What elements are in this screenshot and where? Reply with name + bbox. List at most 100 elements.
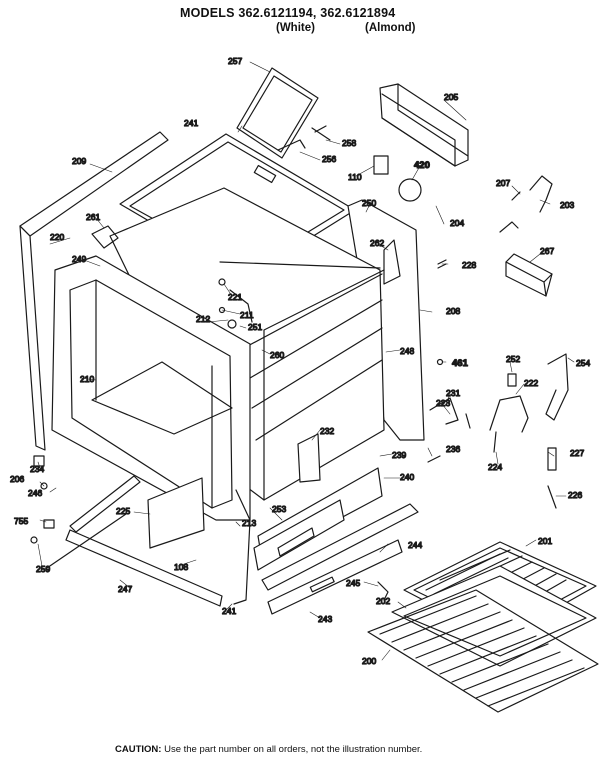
label-202: 202 xyxy=(376,596,390,606)
part-244-rail xyxy=(261,503,419,591)
label-241b: 241 xyxy=(222,606,236,616)
label-243: 243 xyxy=(318,614,332,624)
label-227: 227 xyxy=(570,448,584,458)
label-224: 224 xyxy=(488,462,502,472)
part-257-vent-cover xyxy=(236,67,319,159)
part-245-bolt xyxy=(377,581,389,601)
label-247: 247 xyxy=(118,584,132,594)
variant-white-label: (White) xyxy=(276,22,315,34)
part-234-foot xyxy=(33,455,45,467)
part-259-screw xyxy=(30,536,38,544)
label-257: 257 xyxy=(228,56,242,66)
label-204: 204 xyxy=(450,218,464,228)
part-253-drawer-front xyxy=(253,499,345,571)
part-252-spring xyxy=(507,373,517,387)
part-267-insulation-block xyxy=(505,253,553,297)
label-239: 239 xyxy=(392,450,406,460)
caution-note: CAUTION: Use the part number on all orde… xyxy=(115,744,422,755)
label-108: 108 xyxy=(174,562,188,572)
label-211: 211 xyxy=(240,310,254,320)
label-256: 256 xyxy=(322,154,336,164)
variant-almond-label: (Almond) xyxy=(365,22,416,34)
part-205-control-panel xyxy=(379,83,469,167)
label-206: 206 xyxy=(10,474,24,484)
part-231-hinge xyxy=(429,397,459,425)
part-224-pin xyxy=(493,431,497,453)
leader-lines xyxy=(37,61,575,661)
label-241: 241 xyxy=(184,118,198,128)
label-248: 248 xyxy=(400,346,414,356)
label-201: 201 xyxy=(538,536,552,546)
label-755: 755 xyxy=(14,516,28,526)
label-213: 213 xyxy=(242,518,256,528)
models-title: MODELS 362.6121194, 362.6121894 xyxy=(180,6,396,20)
caution-text: Use the part number on all orders, not t… xyxy=(164,744,423,755)
label-260: 260 xyxy=(270,350,284,360)
part-254-hinge xyxy=(545,353,569,421)
label-225: 225 xyxy=(116,506,130,516)
label-258: 258 xyxy=(342,138,356,148)
part-755-spacer xyxy=(43,519,55,529)
label-221: 221 xyxy=(228,292,242,302)
label-252: 252 xyxy=(506,354,520,364)
label-110: 110 xyxy=(348,172,362,182)
label-200: 200 xyxy=(362,656,376,666)
label-226: 226 xyxy=(568,490,582,500)
label-205: 205 xyxy=(444,92,458,102)
part-labels: 257 205 241 258 209 256 110 420 207 203 … xyxy=(9,55,591,666)
header: MODELS 362.6121194, 362.6121894 (White) … xyxy=(0,0,608,40)
label-254: 254 xyxy=(576,358,590,368)
label-251: 251 xyxy=(248,322,262,332)
label-209: 209 xyxy=(72,156,86,166)
part-212-knob xyxy=(227,319,237,329)
label-240: 240 xyxy=(400,472,414,482)
label-231: 231 xyxy=(446,388,460,398)
label-212: 212 xyxy=(196,314,210,324)
label-228: 228 xyxy=(462,260,476,270)
part-227-bracket xyxy=(547,447,557,471)
part-222-bracket xyxy=(489,395,529,433)
label-220: 220 xyxy=(50,232,64,242)
label-420: 420 xyxy=(414,160,430,171)
label-207: 207 xyxy=(496,178,510,188)
part-207-connector xyxy=(499,221,519,233)
part-209-side-panel xyxy=(19,131,169,451)
label-244: 244 xyxy=(408,540,422,550)
label-250: 250 xyxy=(362,198,376,208)
label-267: 267 xyxy=(540,246,554,256)
part-247-base-rail xyxy=(43,475,223,607)
part-110-switch xyxy=(373,155,389,175)
part-232-bracket xyxy=(297,433,321,483)
label-208: 208 xyxy=(446,306,460,316)
part-420-lamp xyxy=(398,178,422,202)
label-249: 249 xyxy=(72,254,86,264)
part-249-front-frame xyxy=(51,255,251,521)
label-262: 262 xyxy=(370,238,384,248)
part-221-bushing xyxy=(218,278,226,286)
label-259: 259 xyxy=(36,564,50,574)
part-223-pin xyxy=(465,413,471,429)
label-261: 261 xyxy=(86,212,100,222)
part-258-hinge xyxy=(311,125,331,141)
part-225-access-panel xyxy=(147,477,205,549)
part-203-cord xyxy=(511,175,553,213)
label-245: 245 xyxy=(346,578,360,588)
part-213-leg xyxy=(233,489,251,605)
label-246: 246 xyxy=(28,488,42,498)
label-210: 210 xyxy=(80,374,94,384)
caution-label: CAUTION: xyxy=(115,744,162,755)
part-211-screw xyxy=(218,306,226,314)
label-222: 222 xyxy=(524,378,538,388)
label-236: 236 xyxy=(446,444,460,454)
part-243-lower-rail xyxy=(267,539,403,615)
part-261-clip xyxy=(91,225,119,249)
part-226-clip xyxy=(547,485,557,509)
part-202-broiler-pan xyxy=(391,565,597,667)
part-200-oven-rack xyxy=(367,589,599,713)
part-236-screw xyxy=(427,455,441,463)
part-228-spring xyxy=(437,259,447,269)
label-223: 223 xyxy=(436,398,450,408)
label-461: 461 xyxy=(452,358,469,369)
label-203: 203 xyxy=(560,200,574,210)
